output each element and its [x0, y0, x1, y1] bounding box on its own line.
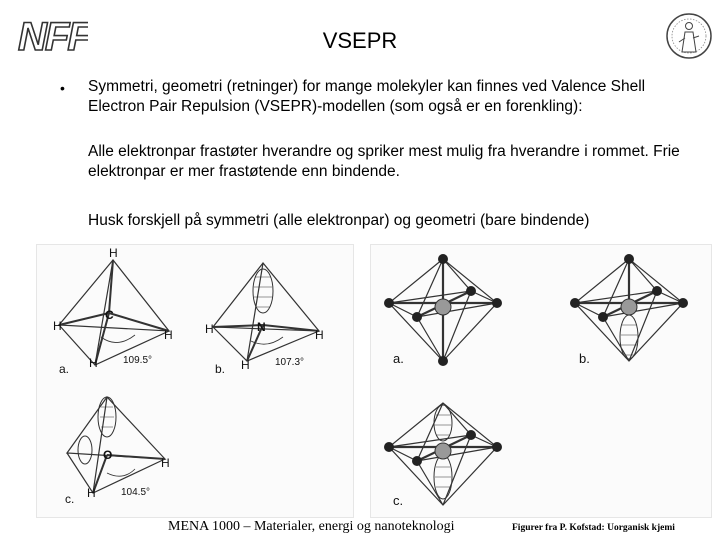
water-label: c.: [65, 492, 74, 506]
bullet-marker: •: [60, 80, 65, 96]
methane-label: a.: [59, 362, 69, 376]
course-footer: MENA 1000 – Materialer, energi og nanote…: [168, 519, 455, 534]
water-h-right: H: [161, 456, 170, 470]
methane-carbon: C: [105, 308, 114, 322]
nff-logo: NFF: [16, 10, 96, 60]
octahedron-a-label: a.: [393, 351, 404, 366]
octahedral-geometry-figure: a. b. c.: [370, 244, 712, 518]
water-h-bottom: H: [87, 486, 96, 500]
university-seal-icon: [665, 8, 713, 64]
octahedron-c-label: c.: [393, 493, 403, 508]
water-oxygen: O: [103, 448, 112, 462]
methane-h-left: H: [53, 319, 62, 333]
nff-logo-graphic: NFF: [17, 14, 96, 60]
page-title: VSEPR: [322, 28, 398, 53]
octahedron-b-label: b.: [579, 351, 590, 366]
logo-text: NFF: [18, 15, 88, 58]
ammonia-label: b.: [215, 362, 225, 376]
molecule-geometry-figure: H H H H C 109.5° a. H H H N 107.3° b. H …: [36, 244, 354, 518]
methane-h-right: H: [164, 328, 173, 342]
ammonia-angle: 107.3°: [275, 357, 304, 368]
methane-h-bottom: H: [89, 356, 98, 370]
water-angle: 104.5°: [121, 487, 150, 498]
ammonia-h-bottom: H: [241, 358, 250, 372]
paragraph-intro: Symmetri, geometri (retninger) for mange…: [88, 78, 646, 115]
ammonia-h-right: H: [315, 328, 324, 342]
ammonia-h-left: H: [205, 322, 214, 336]
paragraph-repulsion: Alle elektronpar frastøter hverandre og …: [88, 143, 680, 180]
methane-angle: 109.5°: [123, 355, 152, 366]
figure-credit: Figurer fra P. Kofstad: Uorganisk kjemi: [512, 523, 675, 533]
ammonia-nitrogen: N: [257, 320, 266, 334]
paragraph-symmetry-geometry: Husk forskjell på symmetri (alle elektro…: [88, 212, 590, 229]
methane-h-top: H: [109, 246, 118, 260]
